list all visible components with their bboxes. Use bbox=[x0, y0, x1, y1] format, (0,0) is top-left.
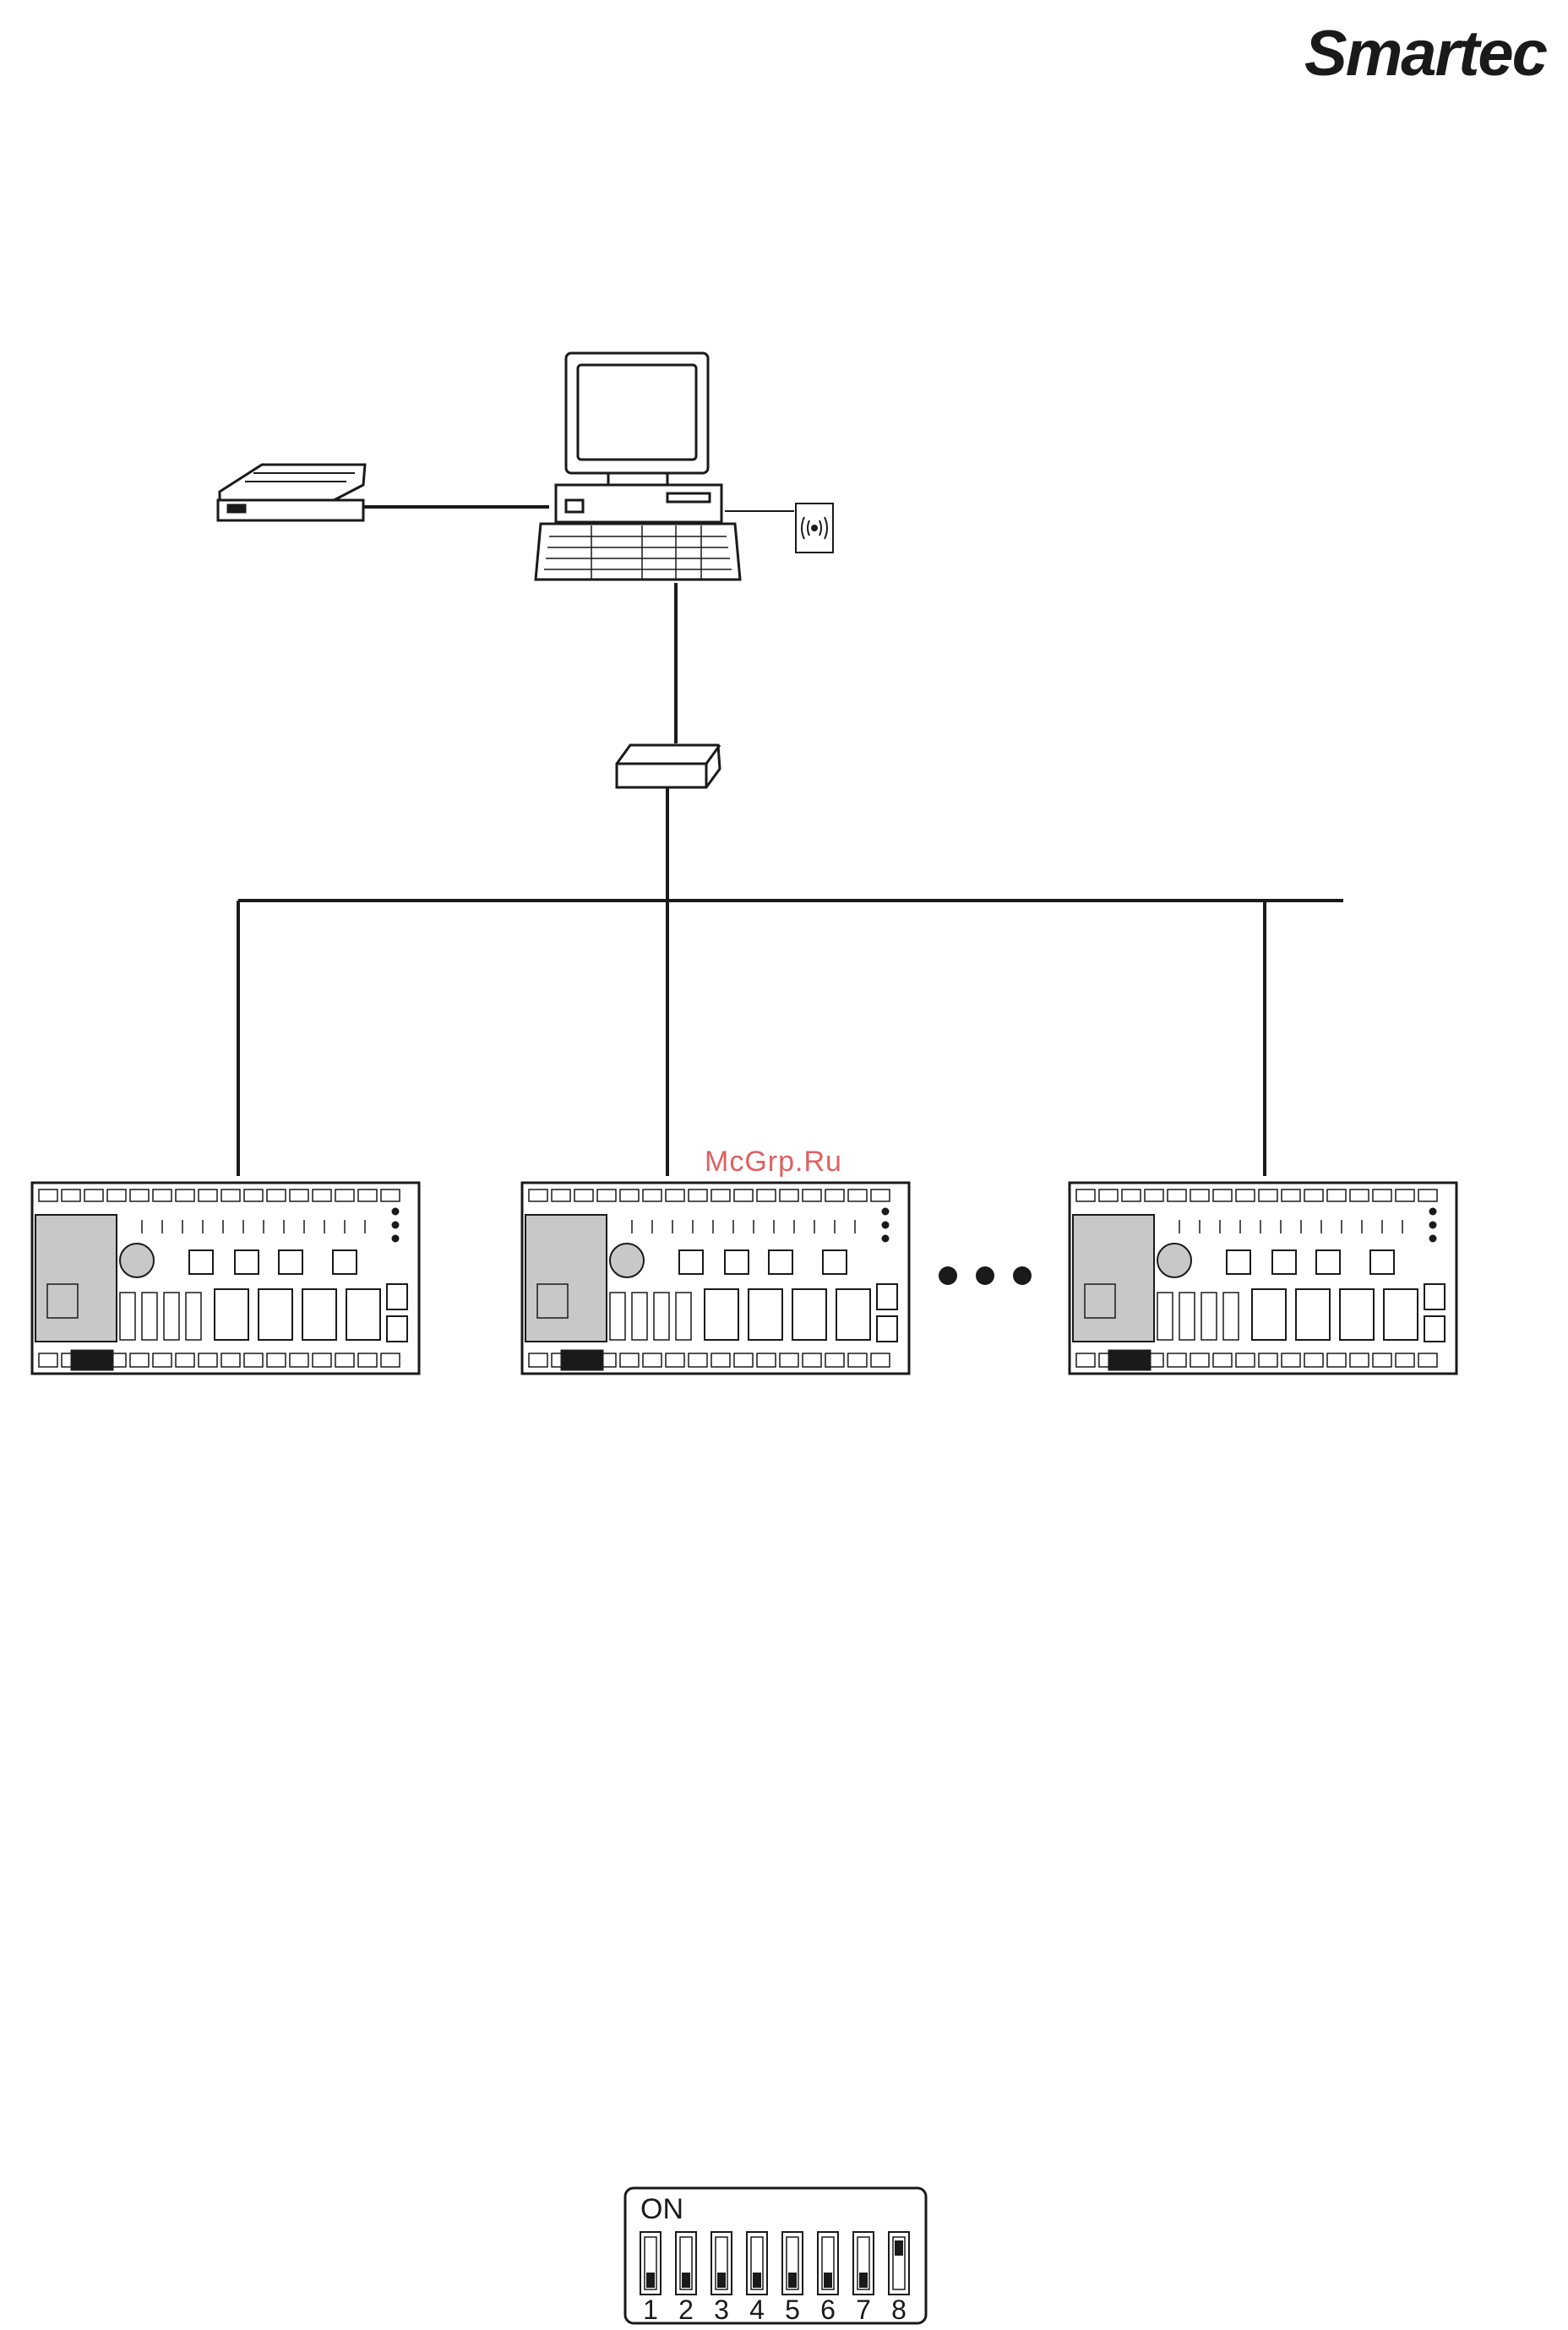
dip-switch-8: 8 bbox=[889, 2232, 909, 2325]
watermark: McGrp.Ru bbox=[705, 1146, 842, 1179]
controller-board-icon bbox=[32, 1183, 419, 1374]
controller-boards bbox=[32, 1183, 1456, 1374]
dip-switch-label-4: 4 bbox=[749, 2295, 765, 2325]
controller-board-icon bbox=[522, 1183, 909, 1374]
ellipsis-dots bbox=[939, 1266, 1032, 1285]
connection-lines bbox=[238, 507, 1343, 1176]
dip-switch-1: 1 bbox=[640, 2232, 661, 2325]
dip-switch-7: 7 bbox=[853, 2232, 874, 2325]
dip-switch-5: 5 bbox=[782, 2232, 803, 2325]
dip-switch-label-7: 7 bbox=[856, 2295, 871, 2325]
dip-on-label: ON bbox=[640, 2193, 683, 2225]
dip-switch-3: 3 bbox=[711, 2232, 732, 2325]
controller-board-icon bbox=[1070, 1183, 1456, 1374]
dip-switch-4: 4 bbox=[747, 2232, 767, 2325]
dip-switch-label-6: 6 bbox=[820, 2295, 836, 2325]
dip-switch-label-8: 8 bbox=[891, 2295, 906, 2325]
dip-switch-label-5: 5 bbox=[785, 2295, 800, 2325]
computer-icon bbox=[536, 353, 740, 580]
dip-switch-label-1: 1 bbox=[643, 2295, 658, 2325]
printer-icon bbox=[218, 465, 365, 520]
converter-box-icon bbox=[617, 745, 720, 787]
card-reader-icon bbox=[796, 504, 833, 553]
dip-switch-6: 6 bbox=[818, 2232, 838, 2325]
dip-switch-label-2: 2 bbox=[678, 2295, 694, 2325]
dip-switch-2: 2 bbox=[676, 2232, 696, 2325]
dip-switch-label-3: 3 bbox=[714, 2295, 729, 2325]
